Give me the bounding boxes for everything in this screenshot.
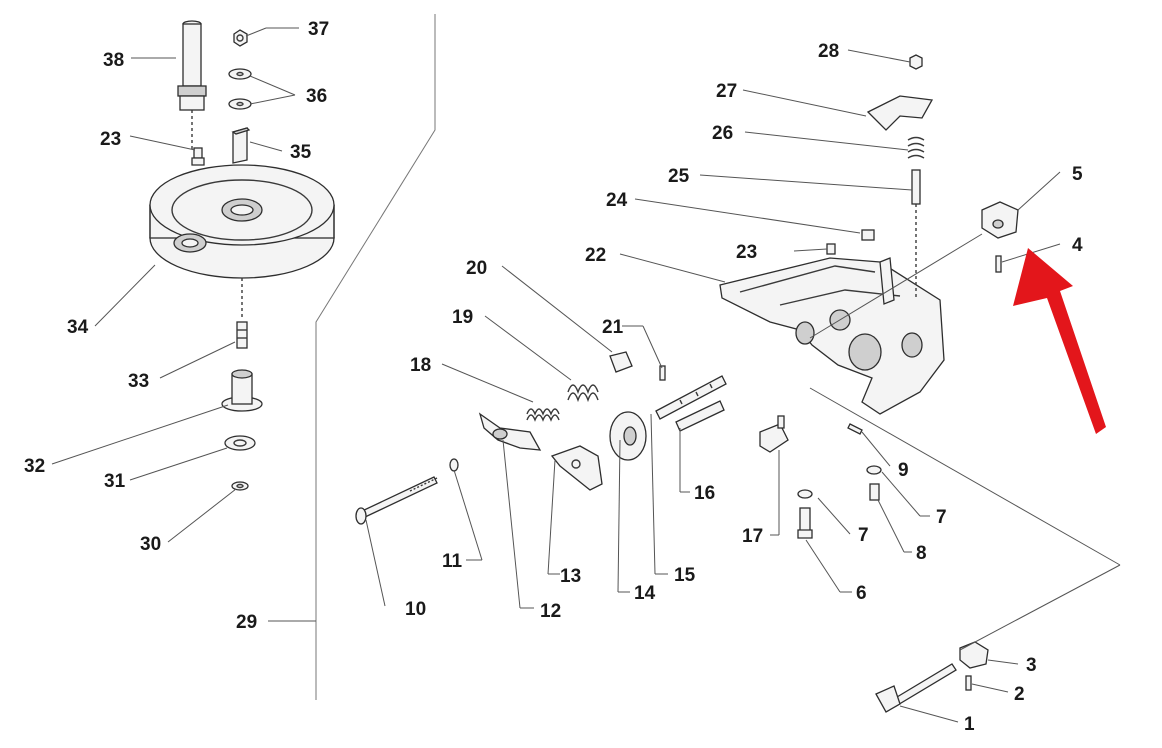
part-23-grease-fitting-left	[191, 147, 205, 166]
callout-12: 12	[540, 601, 561, 622]
part-13-cam	[550, 445, 603, 491]
part-19-spring-large	[567, 384, 599, 403]
part-33-stud	[236, 321, 248, 349]
callout-37: 37	[308, 19, 329, 40]
part-16-sleeve	[675, 400, 725, 432]
part-36-washers	[228, 68, 252, 110]
part-7-washer-b	[866, 465, 882, 475]
callout-33: 33	[128, 371, 149, 392]
callout-9: 9	[898, 460, 909, 481]
part-35-key	[231, 127, 251, 164]
part-10-bolt	[355, 476, 438, 525]
callout-26: 26	[712, 123, 733, 144]
part-30-washer	[231, 481, 249, 491]
callout-34: 34	[67, 317, 89, 338]
callout-6: 6	[856, 583, 867, 604]
part-27-cover	[866, 95, 934, 131]
callout-17: 17	[742, 526, 763, 547]
callout-19: 19	[452, 307, 473, 328]
callout-38: 38	[103, 50, 124, 71]
part-34-pulley	[149, 164, 335, 320]
callout-31: 31	[104, 471, 126, 492]
red-arrow-icon	[1013, 248, 1106, 434]
callout-35: 35	[290, 142, 312, 163]
part-31-washer	[224, 435, 256, 451]
callout-23-left: 23	[100, 129, 121, 150]
callout-5: 5	[1072, 164, 1083, 185]
callout-24: 24	[606, 190, 628, 211]
callout-13: 13	[560, 566, 581, 587]
callout-16: 16	[694, 483, 715, 504]
part-7-washer-a	[797, 489, 813, 499]
part-18-spring-small	[526, 408, 560, 422]
part-28-nut	[909, 54, 923, 70]
callout-2: 2	[1014, 684, 1025, 705]
callout-22: 22	[585, 245, 606, 266]
callout-36: 36	[306, 86, 327, 107]
part-4-pin	[995, 255, 1002, 273]
callout-28: 28	[818, 41, 839, 62]
part-5-clamp	[981, 201, 1019, 239]
leader-lines	[51, 27, 1121, 723]
part-14-bracket	[609, 411, 647, 461]
part-1-shaft	[875, 663, 957, 713]
part-11-washer	[449, 458, 459, 472]
callout-25: 25	[668, 166, 690, 187]
callout-11: 11	[442, 551, 463, 572]
part-9-pin	[847, 423, 863, 435]
callout-3: 3	[1026, 655, 1037, 676]
part-25-stud	[911, 169, 921, 300]
highlight-arrow	[1013, 248, 1106, 434]
group-boundary-line	[315, 14, 436, 700]
part-26-spring	[907, 136, 925, 159]
part-22-housing	[719, 257, 945, 415]
part-17-cam-block	[759, 415, 789, 453]
callout-32: 32	[24, 456, 45, 477]
part-2-pin	[965, 675, 972, 691]
callout-29: 29	[236, 612, 257, 633]
part-23-grease-fitting-right	[826, 243, 836, 255]
callout-1: 1	[964, 714, 975, 735]
part-37-nut	[233, 29, 248, 47]
callout-15: 15	[674, 565, 696, 586]
part-20-clip	[609, 351, 633, 373]
callout-23-right: 23	[736, 242, 757, 263]
part-15-shaft	[655, 375, 727, 420]
callout-18: 18	[410, 355, 431, 376]
part-24-plug	[861, 229, 875, 241]
callout-14: 14	[634, 583, 656, 604]
part-6-bolt	[797, 507, 813, 539]
callout-10: 10	[405, 599, 426, 620]
part-32-bushing	[221, 369, 263, 412]
callout-20: 20	[466, 258, 487, 279]
callout-labels: 38 37 36 35 23 34 33 32 31 30 29 10 11 1…	[24, 19, 1083, 735]
callout-8: 8	[916, 543, 927, 564]
part-21-pin	[659, 365, 666, 381]
part-8-bolt	[869, 483, 880, 501]
callout-30: 30	[140, 534, 161, 555]
callout-7-lower: 7	[858, 525, 869, 546]
callout-27: 27	[716, 81, 737, 102]
part-3-clamp	[959, 641, 989, 669]
callout-4: 4	[1072, 235, 1083, 256]
part-38-spindle	[177, 20, 207, 150]
callout-21: 21	[602, 317, 624, 338]
part-12-lever	[478, 412, 542, 451]
callout-7-upper: 7	[936, 507, 947, 528]
